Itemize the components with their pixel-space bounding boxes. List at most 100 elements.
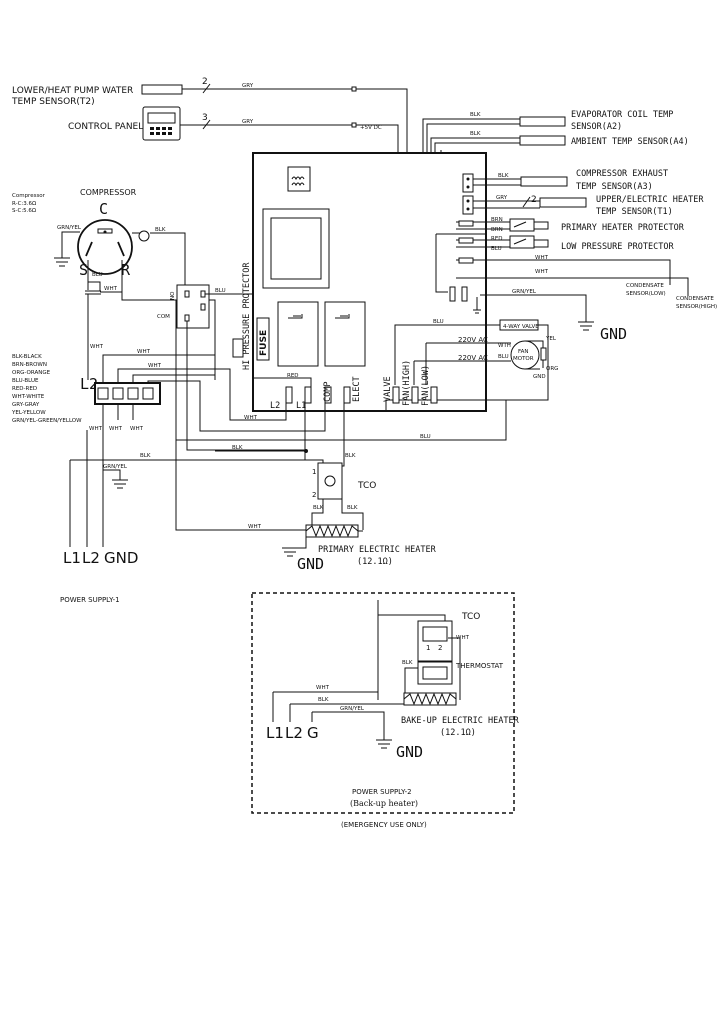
control-panel: CONTROL PANEL <box>68 106 181 141</box>
compressor-relay: NO COM <box>157 284 210 329</box>
legend-3: BLU-BLUE <box>12 378 39 384</box>
compressor-spec-s: S-C:5.6Ω <box>12 208 36 214</box>
wire-blk-evap: BLK <box>470 112 481 118</box>
wire-grnyel-board: GRN/YEL <box>512 289 537 295</box>
wire-wht-l2c: WHT <box>148 363 162 369</box>
tco-2: 1 2 TCO <box>417 612 480 662</box>
wire-grnyel-s2: GRN/YEL <box>340 706 365 712</box>
wire-wht-l2a: WHT <box>90 344 104 350</box>
fuse-label: FUSE <box>259 330 269 356</box>
supply1-title: POWER SUPPLY-1 <box>60 596 120 604</box>
backup-heater-ohm: (12.1Ω) <box>440 728 476 738</box>
backup-heater-label: BAKE-UP ELECTRIC HEATER <box>401 716 520 726</box>
wire-blu-fan: BLU <box>498 354 509 360</box>
primary-heater-protector: PRIMARY HEATER PROTECTOR <box>509 218 685 233</box>
relay-no: NO <box>170 291 176 300</box>
ambient-label: AMBIENT TEMP SENSOR(A4) <box>571 137 689 147</box>
evap-label-1: EVAPORATOR COIL TEMP <box>571 110 673 120</box>
legend-1: BRN-BROWN <box>12 362 47 368</box>
supply2-note: (EMERGENCY USE ONLY) <box>341 821 427 829</box>
term-valve: VALVE <box>383 376 393 402</box>
l2-terminal-block: L2 <box>80 375 161 405</box>
cond-high-label-1: CONDENSATE <box>676 296 714 302</box>
exhaust-label-1: COMPRESSOR EXHAUST <box>576 169 668 179</box>
wire-wht-l2f: WHT <box>109 426 123 432</box>
primary-protector-label: PRIMARY HEATER PROTECTOR <box>561 223 685 233</box>
tco-2-pin2: 2 <box>438 644 442 652</box>
water-temp-label-2: TEMP SENSOR(T2) <box>11 97 95 107</box>
backup-electric-heater: BAKE-UP ELECTRIC HEATER (12.1Ω) <box>401 692 520 738</box>
l2-block-label: L2 <box>80 375 98 393</box>
compressor-s: S <box>79 261 88 279</box>
wire-blk-long: BLK <box>232 445 243 451</box>
legend-5: WHT-WHITE <box>12 394 45 400</box>
wire-220v-1: 220V AC <box>458 336 488 344</box>
supply1-l1: L1 <box>63 549 81 567</box>
wire-blk-tco-b2: BLK <box>347 505 358 511</box>
compressor-r: R <box>121 261 131 279</box>
term-comp: COMP <box>323 382 333 402</box>
wire-wht-cond-2: WHT <box>535 269 549 275</box>
gnd-top-label: GND <box>600 325 627 343</box>
hi-pressure-label: HI PRESSURE PROTECTOR <box>242 262 252 370</box>
wire-blk-tco-b1: BLK <box>313 505 324 511</box>
wire-blk-ambient: BLK <box>470 131 481 137</box>
compressor-spec-title: Compressor <box>12 193 46 199</box>
compressor-title: COMPRESSOR <box>80 188 137 197</box>
tco-2-pin1: 1 <box>426 644 430 652</box>
control-panel-label: CONTROL PANEL <box>68 122 143 132</box>
tco-1-label: TCO <box>357 481 376 491</box>
wire-wth: WTH <box>498 343 511 349</box>
legend-4: RED-RED <box>12 386 37 392</box>
upper-label-2: TEMP SENSOR(T1) <box>596 207 673 217</box>
wire-wht-l2d: WHT <box>244 415 258 421</box>
primary-electric-heater: PRIMARY ELECTRIC HEATER (12.1Ω) <box>305 524 437 567</box>
wire-yel: YEL <box>545 336 557 342</box>
wire-wht-s2: WHT <box>316 685 330 691</box>
water-temp-sensor: LOWER/HEAT PUMP WATER TEMP SENSOR(T2) <box>11 84 183 107</box>
wire-red-board: RED <box>287 373 299 379</box>
wire-blk-comp: BLK <box>155 227 166 233</box>
low-pressure-label: LOW PRESSURE PROTECTOR <box>561 242 674 252</box>
relay-1 <box>277 301 319 367</box>
relay-2 <box>324 301 366 367</box>
wire-220v-2: 220V AC <box>458 354 488 362</box>
wire-blu-long: BLU <box>420 434 431 440</box>
term-fan-high: FAN(HIGH) <box>402 360 412 406</box>
wire-wht-cond-1: WHT <box>535 255 549 261</box>
term-l2: L2 <box>270 401 280 411</box>
wire-grnyel-comp: GRN/YEL <box>57 225 82 231</box>
wire-gry-1: GRY <box>242 83 254 89</box>
gnd-heater-label: GND <box>297 555 324 573</box>
term-l1: L1 <box>296 401 306 411</box>
fuse <box>256 317 270 361</box>
transformer-icon <box>287 166 311 192</box>
thermostat-label: THERMOSTAT <box>455 662 504 670</box>
board-terminals: L2 L1 COMP ELECT VALVE FAN(HIGH) FAN(LOW… <box>270 360 438 411</box>
cond-low-label-2: SENSOR(LOW) <box>626 291 666 297</box>
panel-wire-count: 3 <box>202 113 208 123</box>
wire-red-lp: RED <box>491 236 503 242</box>
supply2-title: POWER SUPPLY-2 <box>352 788 412 796</box>
wire-wht-heater: WHT <box>248 524 262 530</box>
exhaust-label-2: TEMP SENSOR(A3) <box>576 182 653 192</box>
evaporator-sensor: EVAPORATOR COIL TEMP SENSOR(A2) <box>519 110 673 132</box>
tco-1: TCO 1 2 <box>312 462 376 500</box>
wire-brn-2: BRN <box>491 227 503 233</box>
tco-2-label: TCO <box>461 612 480 622</box>
wire-gnd-fan: GND <box>533 374 546 380</box>
compressor-c: C <box>99 200 108 218</box>
wire-gry-upper: GRY <box>496 195 508 201</box>
four-way-label: 4-WAY VALVE <box>503 324 539 330</box>
color-legend: BLK-BLACK BRN-BROWN ORG-ORANGE BLU-BLUE … <box>11 354 82 424</box>
hi-pressure-switch <box>232 338 244 358</box>
primary-heater-label: PRIMARY ELECTRIC HEATER <box>318 545 437 555</box>
supply1-l2: L2 <box>82 549 100 567</box>
wire-5v-dc: +5V DC <box>360 125 382 131</box>
evap-label-2: SENSOR(A2) <box>571 122 622 132</box>
legend-6: GRY-GRAY <box>12 402 40 408</box>
supply2-l2: L2 <box>285 724 303 742</box>
supply2-l1: L1 <box>266 724 284 742</box>
wire-blk-tco: BLK <box>345 453 356 459</box>
wire-brn-1: BRN <box>491 217 503 223</box>
